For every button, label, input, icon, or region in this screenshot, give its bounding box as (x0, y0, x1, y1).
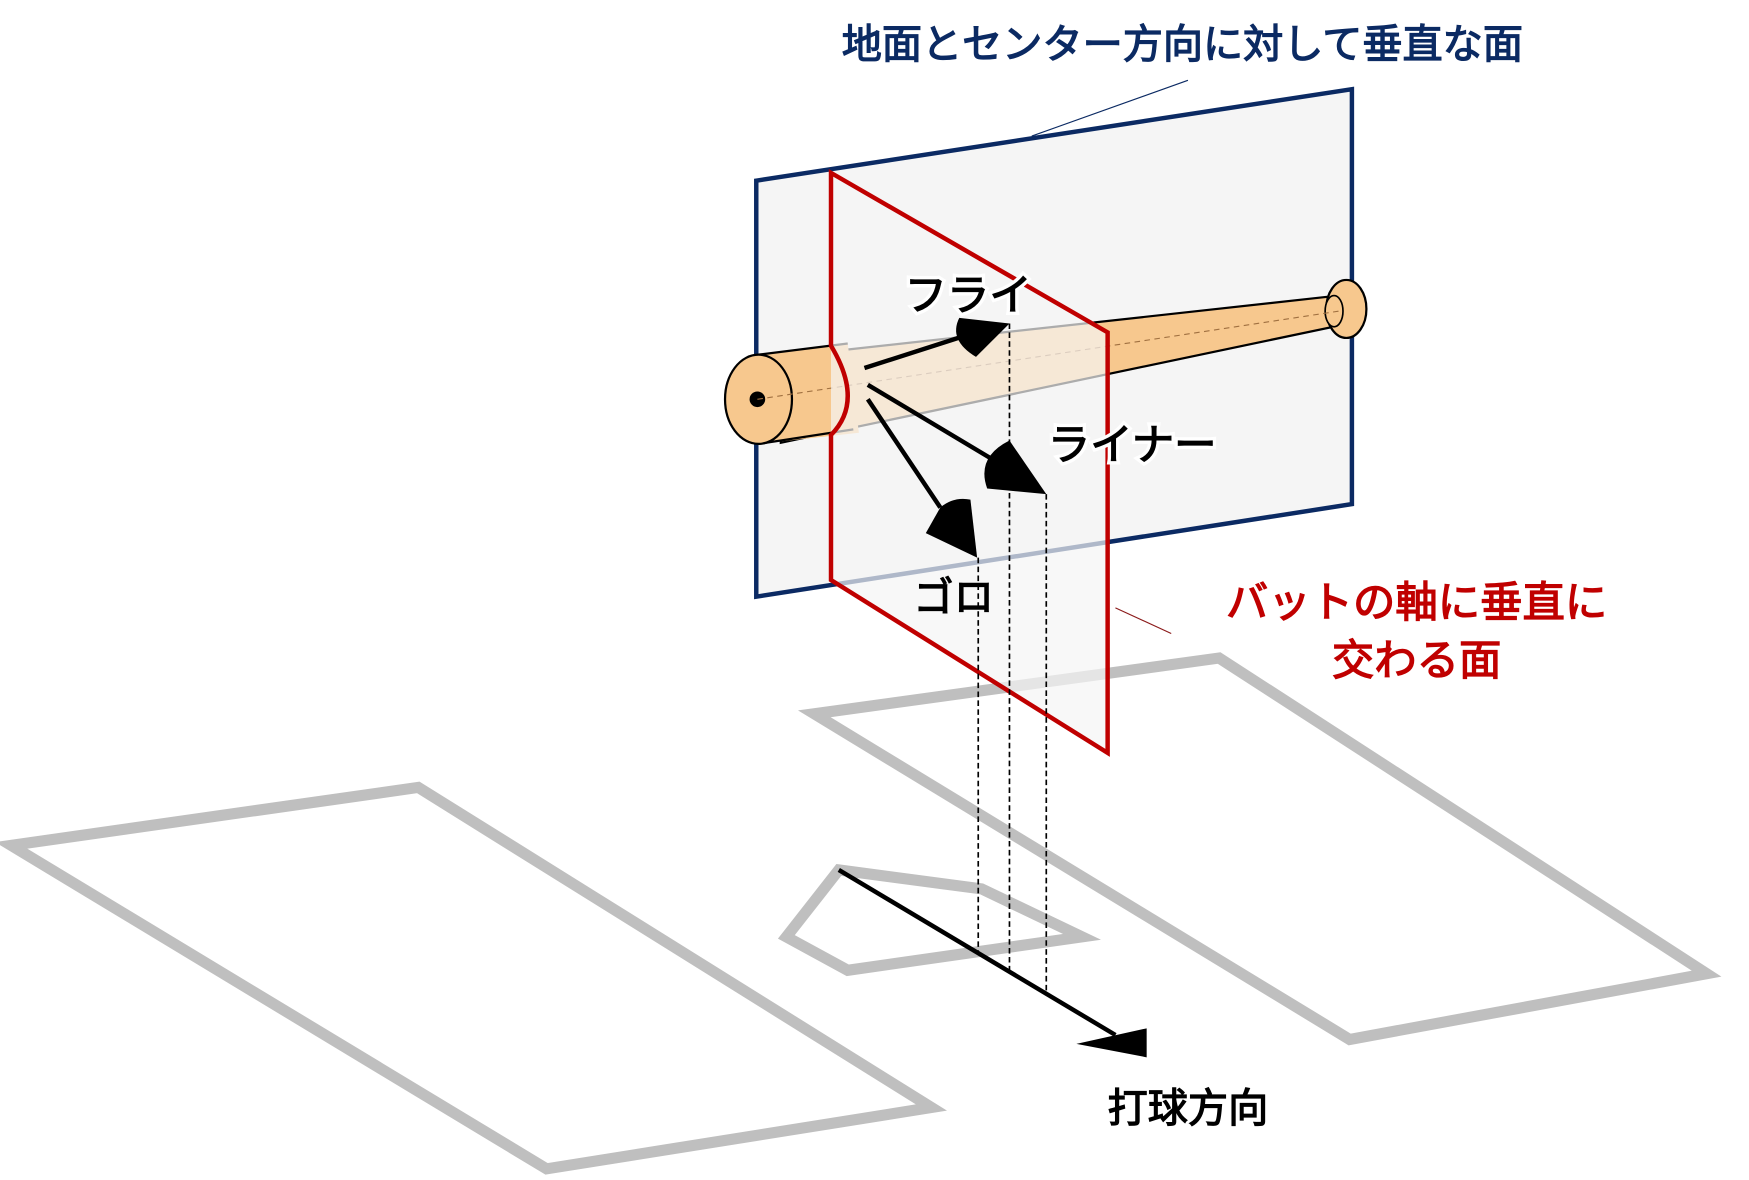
hit-direction-label: 打球方向 (1108, 1086, 1269, 1132)
grounder-label: ゴロ (914, 575, 994, 621)
liner-arrow-cone (984, 440, 1047, 495)
home-plate (777, 863, 1102, 977)
hit-direction-arrowhead (1076, 1028, 1147, 1058)
bat-perpendicular-plane (830, 172, 1108, 753)
bat-plane-label-line1: バットの軸に垂直に (1226, 578, 1607, 627)
bat-plane-leader (1115, 607, 1172, 635)
vertical-plane-leader (1031, 79, 1189, 137)
vertical-plane-label: 地面とセンター方向に対して垂直な面 (842, 22, 1523, 68)
bat-plane-label-line2: 交わる面 (1332, 636, 1502, 685)
hit-direction-line (837, 868, 1117, 1037)
fly-label: フライ (905, 271, 1032, 320)
liner-trajectory (866, 382, 1047, 495)
fly-trajectory (863, 317, 1010, 371)
right-batters-box (797, 652, 1722, 1046)
grounder-arrow-cone (925, 498, 978, 558)
liner-label: ライナー (1048, 421, 1217, 470)
grounder-trajectory (865, 398, 978, 558)
left-batters-box (0, 781, 947, 1175)
fly-arrow-cone (956, 317, 1010, 357)
projection-lines (977, 323, 1048, 993)
